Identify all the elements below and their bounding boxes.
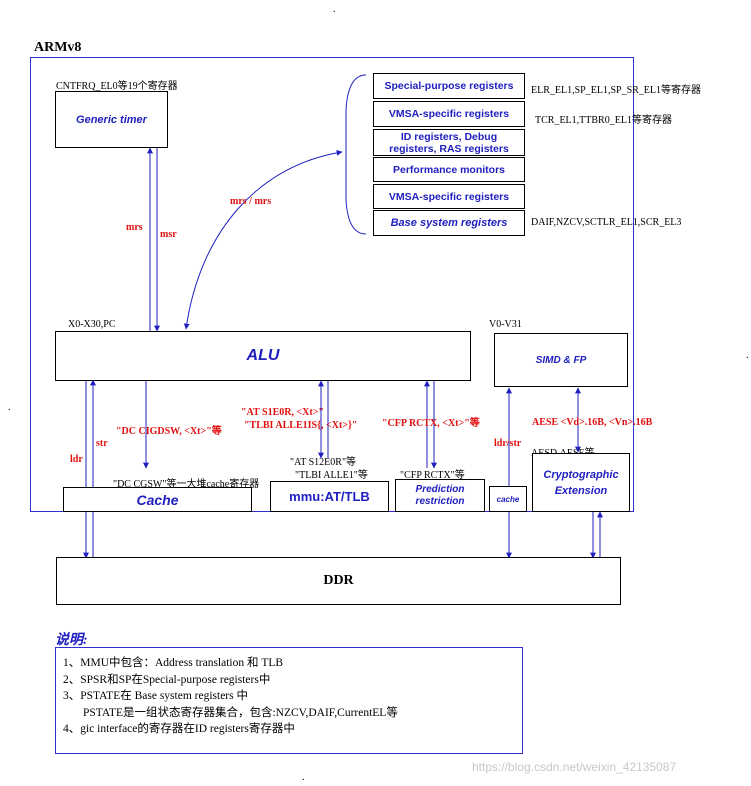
register-note: ELR_EL1,SP_EL1,SP_SR_EL1等寄存器	[531, 85, 702, 96]
str-label: str	[96, 438, 108, 449]
crypto-box: Cryptographic Extension	[532, 453, 630, 512]
aese-label: AESE <Vd>.16B, <Vn>.16B	[532, 417, 653, 428]
mrs-mrs-label: mrs / mrs	[230, 196, 272, 207]
register-vmsa-specific: VMSA-specific registers	[373, 101, 525, 127]
cfp-rctx-xt-label: "CFP RCTX, <Xt>"等	[382, 418, 480, 429]
x-regs-label: X0-X30,PC	[68, 319, 116, 330]
register-special-purpose: Special-purpose registers	[373, 73, 525, 99]
at-s12e0r-label: "AT S12E0R"等	[290, 457, 357, 468]
stray-dot: .	[333, 4, 336, 15]
stray-dot: .	[302, 772, 305, 783]
note-line: 3、PSTATE在 Base system registers 中	[63, 690, 248, 702]
mmu-box: mmu:AT/TLB	[270, 481, 389, 512]
cntfrq-label: CNTFRQ_EL0等19个寄存器	[56, 81, 178, 92]
alu-box: ALU	[55, 331, 471, 381]
v-regs-label: V0-V31	[489, 319, 522, 330]
ldr-label: ldr	[70, 454, 83, 465]
prediction-box: Prediction restriction	[395, 479, 485, 512]
notes-title: 说明:	[55, 633, 88, 648]
watermark: https://blog.csdn.net/weixin_42135087	[472, 760, 677, 774]
mrs-label: mrs	[126, 222, 143, 233]
at-s1e0r-label: "AT S1E0R, <Xt>"	[241, 407, 324, 418]
armv8-title: ARMv8	[34, 40, 82, 55]
stray-dot: .	[8, 402, 11, 413]
dc-cgsw-label: "DC CGSW"等一大堆cache寄存器	[113, 479, 260, 490]
simd-fp-box: SIMD & FP	[494, 333, 628, 387]
note-line: 4、gic interface的寄存器在ID registers寄存器中	[63, 723, 295, 735]
notes-box: 1、MMU中包含：Address translation 和 TLB 2、SPS…	[55, 647, 523, 754]
ldr-str-label: ldr/str	[494, 438, 522, 449]
msr-label: msr	[160, 229, 177, 240]
cfp-rctx-label: "CFP RCTX"等	[400, 470, 465, 481]
register-performance-monitors: Performance monitors	[373, 157, 525, 182]
tlbi-alle1-label: "TLBI ALLE1"等	[295, 470, 368, 481]
note-line: 2、SPSR和SP在Special-purpose registers中	[63, 673, 271, 686]
ddr-box: DDR	[56, 557, 621, 605]
generic-timer-box: Generic timer	[55, 91, 168, 148]
register-base-system: Base system registers	[373, 210, 525, 236]
register-note: DAIF,NZCV,SCTLR_EL1,SCR_EL3	[531, 217, 682, 228]
register-vmsa-specific-2: VMSA-specific registers	[373, 184, 525, 209]
register-note: TCR_EL1,TTBR0_EL1等寄存器	[535, 115, 672, 126]
cache-box: Cache	[63, 487, 252, 512]
stray-dot: .	[746, 350, 749, 361]
dc-cigdsw-label: "DC CIGDSW, <Xt>"等	[116, 426, 222, 437]
note-line: 1、MMU中包含：Address translation 和 TLB	[63, 657, 284, 669]
cache-small-box: cache	[489, 486, 527, 512]
register-id-debug-ras: ID registers, Debug registers, RAS regis…	[373, 129, 525, 156]
note-line: PSTATE是一组状态寄存器集合，包含:NZCV,DAIF,CurrentEL等	[83, 706, 398, 719]
tlbi-alle1is-label: "TLBI ALLE1IS{, <Xt>}"	[244, 420, 358, 431]
